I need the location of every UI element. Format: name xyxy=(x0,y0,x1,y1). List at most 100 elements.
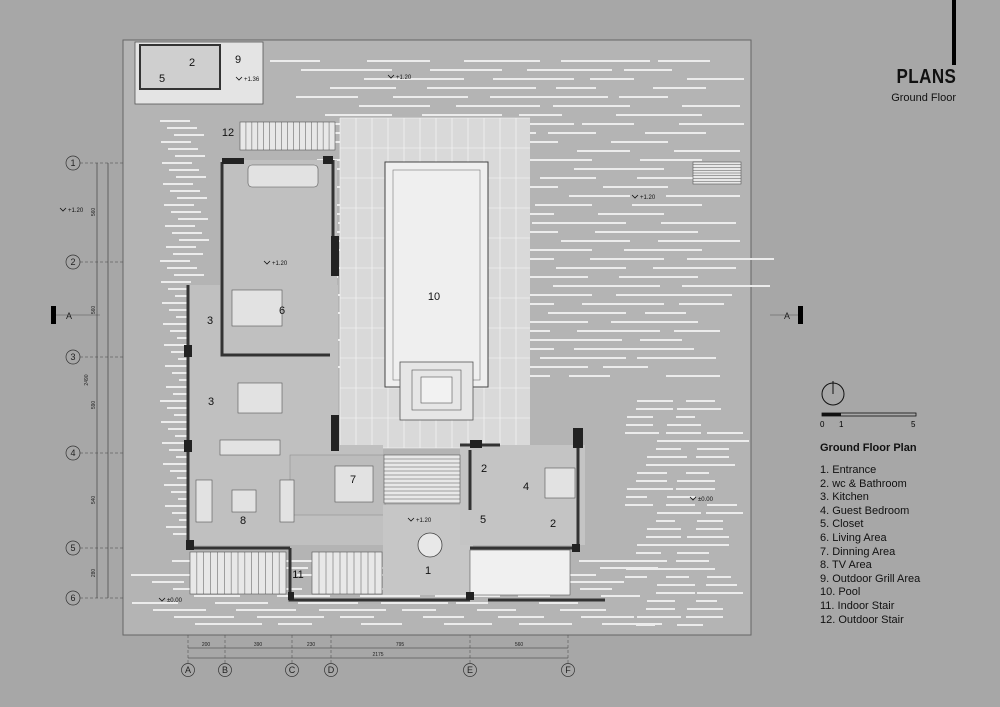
room-number: 2 xyxy=(481,463,487,475)
level-label: ±0.00 xyxy=(167,598,183,604)
level-marks: +1.20 +1.20 +1.20 +1.20 ±0.00 +1.20 ±0.00 +1.36 xyxy=(59,74,714,604)
level-marker-icon xyxy=(235,76,243,81)
wc-block xyxy=(139,44,221,90)
room-number: 5 xyxy=(159,73,165,85)
legend-item: 8. TV Area xyxy=(820,559,872,572)
section-label-left: A xyxy=(66,311,72,321)
legend-item: 12. Outdoor Stair xyxy=(820,613,904,626)
dim-row-label: 590 xyxy=(91,401,97,410)
grid-row-label: 4 xyxy=(70,448,75,458)
grid-col-label: B xyxy=(222,665,228,675)
level-label: +1.20 xyxy=(396,75,412,81)
room-number: 7 xyxy=(350,474,356,486)
legend-item: 5. Closet xyxy=(820,518,864,531)
columns xyxy=(184,156,583,600)
room-number: 11 xyxy=(292,569,303,581)
lower-deck xyxy=(469,549,571,596)
level-marker-icon xyxy=(59,207,67,212)
furniture xyxy=(195,164,576,523)
legend-item: 4. Guest Bedroom xyxy=(820,504,910,517)
title-main: PLANS xyxy=(896,66,956,88)
level-marker-icon xyxy=(387,74,395,79)
level-marker-icon xyxy=(158,597,166,602)
room-number: 3 xyxy=(207,315,213,327)
legend-item: 10. Pool xyxy=(820,586,861,599)
pool xyxy=(384,161,489,388)
stairs xyxy=(189,121,742,595)
grid-row-label: 5 xyxy=(70,543,75,553)
dim-col-label: 200 xyxy=(202,642,211,648)
dim-row-label: 540 xyxy=(91,496,97,505)
grid-row-label: 2 xyxy=(70,257,75,267)
dim-row-label: 280 xyxy=(91,569,97,578)
level-label: +1.20 xyxy=(640,195,656,201)
dim-col-label: 560 xyxy=(515,642,524,648)
grid-col-label: C xyxy=(289,665,296,675)
pool-step-inner xyxy=(411,369,462,411)
grid-col-marker xyxy=(285,663,299,677)
level-marker-icon xyxy=(689,496,697,501)
title-sub: Ground Floor xyxy=(891,92,956,104)
legend-item: 3. Kitchen xyxy=(820,491,869,504)
grid-col-label: E xyxy=(467,665,473,675)
level-marker-icon xyxy=(407,517,415,522)
grid-col-label: A xyxy=(185,665,191,675)
room-number: 2 xyxy=(550,518,556,530)
grid-row-label: 1 xyxy=(70,158,75,168)
section-mark-right-bar xyxy=(798,306,803,324)
legend-item: 2. wc & Bathroom xyxy=(820,477,907,490)
level-marker-icon xyxy=(263,260,271,265)
title-block: PLANS Ground Floor xyxy=(886,66,956,104)
room-number: 9 xyxy=(235,54,241,66)
north-arrow-icon xyxy=(821,381,845,406)
legend-heading: Ground Floor Plan xyxy=(820,442,917,454)
entrance-table xyxy=(417,532,443,558)
room-number: 12 xyxy=(222,127,234,139)
grid-col-label: D xyxy=(328,665,335,675)
title-bar xyxy=(952,0,956,65)
grid-col-label: F xyxy=(565,665,571,675)
grid-row-label: 3 xyxy=(70,352,75,362)
grid-col-marker xyxy=(324,663,338,677)
legend-item: 1. Entrance xyxy=(820,464,877,476)
scale-bar: 0 1 5 xyxy=(818,412,918,442)
grid-col-marker xyxy=(181,663,195,677)
level-label: +1.36 xyxy=(244,77,260,83)
pool-step-core xyxy=(420,376,453,404)
dim-col-label: 795 xyxy=(396,642,405,648)
dim-col-label: 390 xyxy=(254,642,263,648)
legend-item: 11. Indoor Stair xyxy=(820,599,895,612)
section-label-right: A xyxy=(784,311,790,321)
legend-item: 9. Outdoor Grill Area xyxy=(820,572,921,585)
room-number: 6 xyxy=(279,305,285,317)
grid-col-marker xyxy=(218,663,232,677)
dim-row-label: 560 xyxy=(91,208,97,217)
level-label: +1.20 xyxy=(272,261,288,267)
scale-label-0: 0 xyxy=(820,420,825,429)
legend-item: 6. Living Area xyxy=(820,531,887,544)
room-number: 1 xyxy=(425,565,431,577)
room-number: 2 xyxy=(189,57,195,69)
room-number: 10 xyxy=(428,291,440,303)
grid-col-marker xyxy=(463,663,477,677)
dim-col-label: 230 xyxy=(307,642,316,648)
level-label: +1.20 xyxy=(68,208,84,214)
scale-label-1: 1 xyxy=(839,420,844,429)
level-label: +1.20 xyxy=(416,518,432,524)
scale-label-5: 5 xyxy=(911,420,916,429)
legend-item: 7. Dinning Area xyxy=(820,545,896,558)
room-number: 4 xyxy=(523,481,529,493)
grid-col-marker xyxy=(561,663,575,677)
level-label: ±0.00 xyxy=(698,497,714,503)
grid-row-label: 6 xyxy=(70,593,75,603)
room-number: 3 xyxy=(208,396,214,408)
section-mark-left-bar xyxy=(51,306,56,324)
dim-col-total: 2175 xyxy=(372,652,383,658)
room-number: 5 xyxy=(480,514,486,526)
room-number: 8 xyxy=(240,515,246,527)
dim-row-label: 560 xyxy=(91,306,97,315)
